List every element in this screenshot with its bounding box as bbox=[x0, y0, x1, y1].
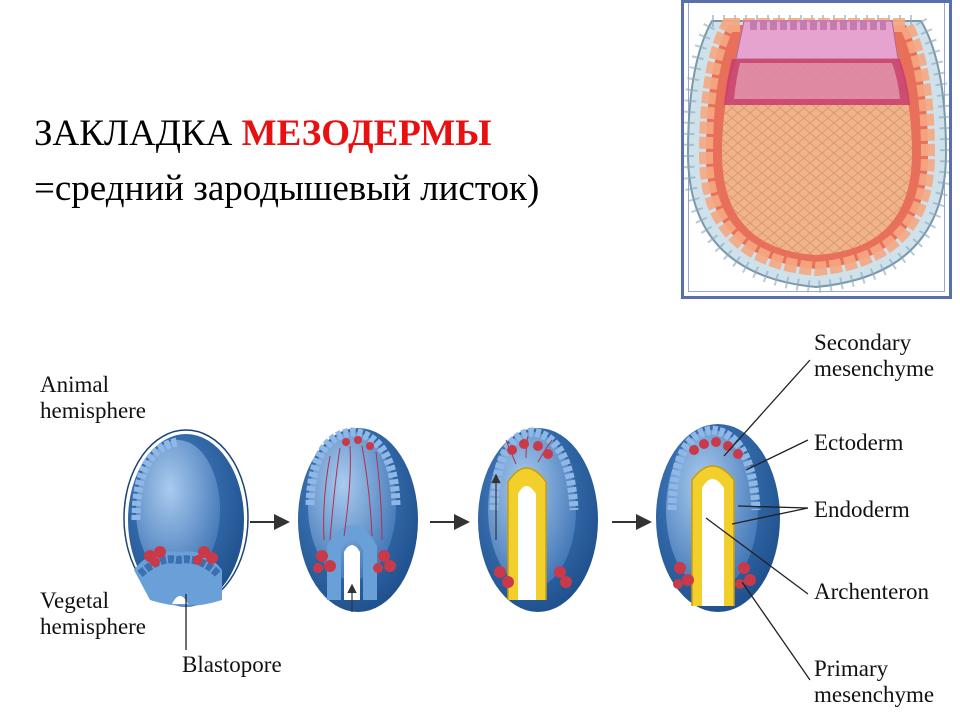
embryo-stage-2 bbox=[298, 427, 418, 612]
blastula-illustration-frame bbox=[681, 0, 952, 299]
embryo-stage-4 bbox=[656, 424, 780, 612]
leader-lines bbox=[185, 359, 811, 681]
slide-title: ЗАКЛАДКА МЕЗОДЕРМЫ =средний зародышевый … bbox=[34, 106, 539, 216]
label-primary-mesenchyme: Primary mesenchyme bbox=[814, 656, 934, 708]
label-vegetal-line1: Vegetal bbox=[40, 588, 109, 613]
embryo-stage-3 bbox=[478, 427, 598, 612]
label-vegetal-hemisphere: Vegetal hemisphere bbox=[40, 588, 146, 640]
embryo-stage-1 bbox=[123, 429, 249, 607]
label-secondary-mesenchyme: Secondary mesenchyme bbox=[814, 330, 934, 382]
label-animal-hemisphere: Animal hemisphere bbox=[40, 372, 146, 424]
label-ectoderm: Ectoderm bbox=[814, 430, 904, 455]
label-primary-line2: mesenchyme bbox=[814, 682, 935, 707]
label-secondary-line2: mesenchyme bbox=[814, 356, 935, 381]
label-animal-line1: Animal bbox=[40, 372, 109, 397]
label-animal-line2: hemisphere bbox=[40, 398, 147, 423]
label-archenteron: Archenteron bbox=[814, 579, 929, 604]
label-vegetal-line2: hemisphere bbox=[40, 614, 147, 639]
title-line-1: ЗАКЛАДКА МЕЗОДЕРМЫ bbox=[34, 106, 539, 161]
blastula-illustration bbox=[684, 15, 949, 294]
label-secondary-line1: Secondary bbox=[814, 330, 912, 355]
title-highlight: МЕЗОДЕРМЫ bbox=[241, 113, 492, 154]
label-blastopore: Blastopore bbox=[182, 652, 282, 677]
title-line-2: =средний зародышевый листок) bbox=[34, 168, 540, 209]
label-primary-line1: Primary bbox=[814, 656, 889, 681]
label-endoderm: Endoderm bbox=[814, 497, 910, 522]
title-plain: ЗАКЛАДКА bbox=[34, 113, 242, 154]
